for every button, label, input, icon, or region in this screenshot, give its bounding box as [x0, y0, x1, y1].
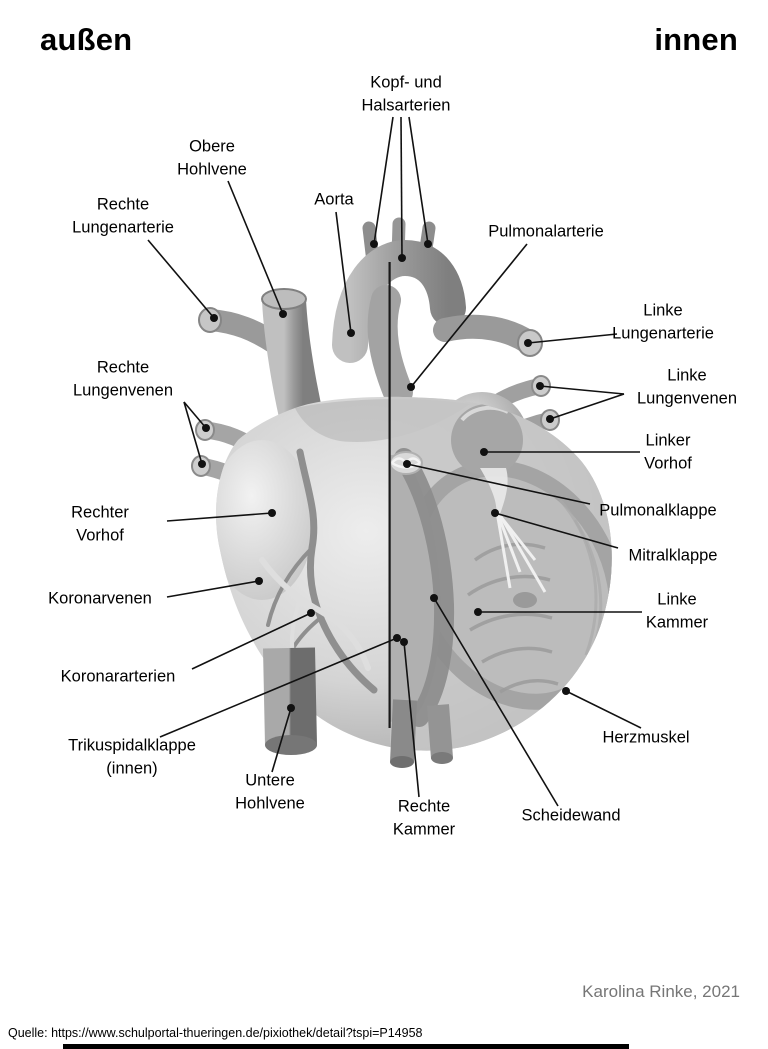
credit-text: Karolina Rinke, 2021: [582, 982, 740, 1001]
divider-line: [388, 262, 391, 728]
label-herzmuskel: Herzmuskel: [602, 728, 690, 747]
label-koronararterien: Koronararterien: [60, 667, 176, 686]
label-koronarvenen: Koronarvenen: [48, 589, 152, 608]
label-pulmonalarterie: Pulmonalarterie: [488, 222, 604, 241]
label-mitralklappe: Mitralklappe: [628, 546, 718, 565]
heart-surface-detail: [216, 396, 612, 751]
label-pulmonalklappe: Pulmonalklappe: [599, 501, 717, 520]
label-aorta: Aorta: [314, 190, 354, 209]
label-trikuspidalklappe: Trikuspidalklappe (innen): [68, 736, 196, 778]
label-untere-hohlvene: Untere Hohlvene: [235, 771, 305, 813]
heading-aussen: außen: [40, 22, 133, 57]
bottom-edge-bar: [63, 1044, 629, 1049]
label-kopf-halsarterien: Kopf- und Halsarterien: [361, 73, 451, 115]
label-rechte-kammer: Rechte Kammer: [392, 797, 456, 839]
leader-lines: [147, 116, 642, 807]
label-linke-kammer: Linke Kammer: [645, 590, 709, 632]
label-linker-vorhof: Linker Vorhof: [644, 431, 692, 473]
heading-innen: innen: [654, 22, 738, 57]
label-rechte-lungenvenen: Rechte Lungenvenen: [72, 358, 174, 400]
label-rechter-vorhof: Rechter Vorhof: [71, 503, 129, 545]
label-scheidewand: Scheidewand: [521, 806, 621, 825]
label-obere-hohlvene: Obere Hohlvene: [177, 137, 247, 179]
label-rechte-lungenarterie: Rechte Lungenarterie: [72, 195, 174, 237]
label-linke-lungenarterie: Linke Lungenarterie: [612, 301, 714, 343]
lower-vessels: [263, 647, 453, 768]
source-text: Quelle: https://www.schulportal-thuering…: [8, 1026, 423, 1040]
label-linke-lungenvenen: Linke Lungenvenen: [636, 366, 738, 408]
